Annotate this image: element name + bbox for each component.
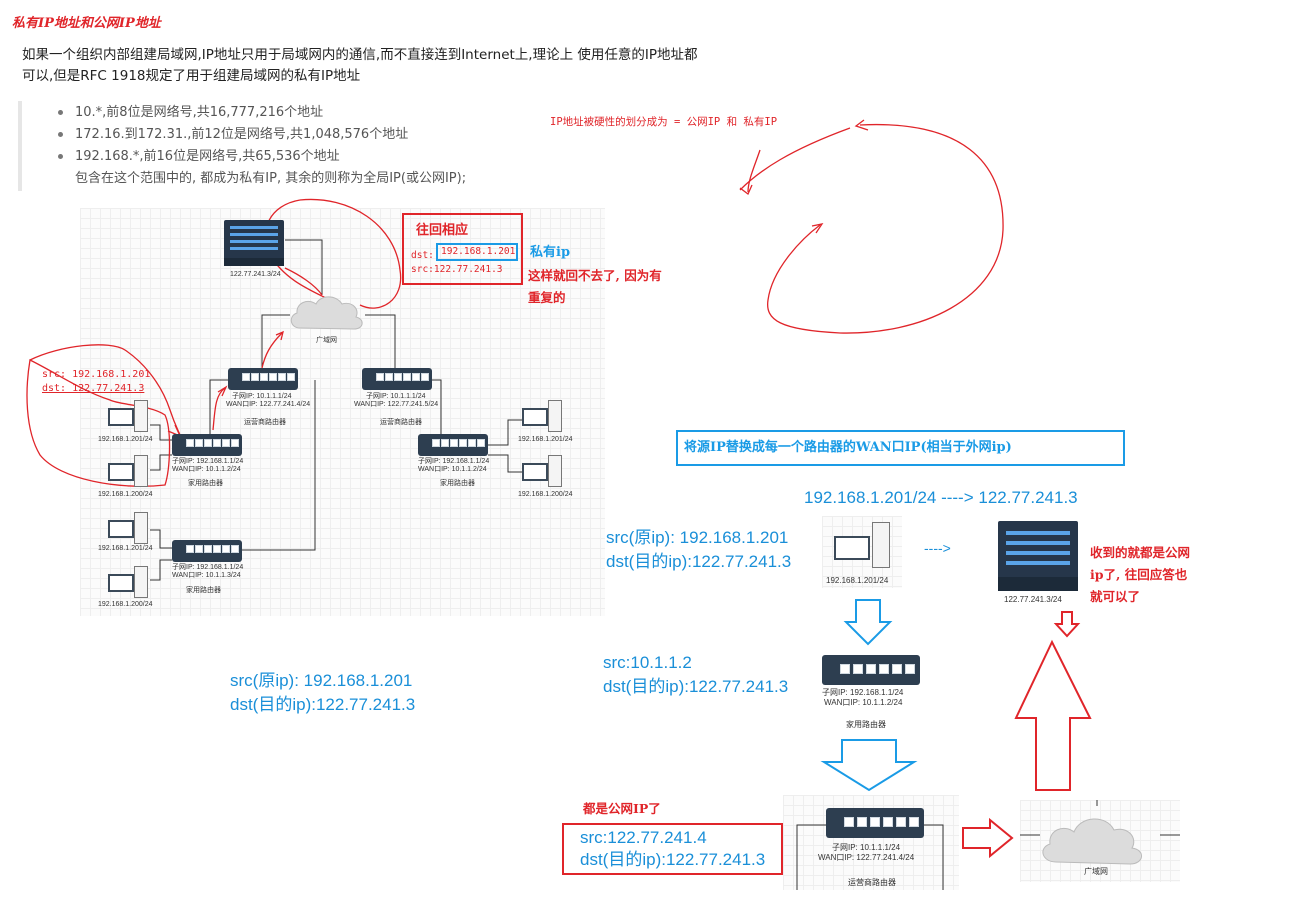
pc-label: 192.168.1.200/24: [98, 491, 153, 498]
intro-line-1: 如果一个组织内部组建局域网,IP地址只用于局域网内的通信,而不直接连到Inter…: [22, 47, 698, 63]
pc-label: 192.168.1.201/24: [98, 436, 153, 443]
pc-icon: [108, 566, 152, 602]
src-dst-note: src: 192.168.1.201 dst: 122.77.241.3: [42, 369, 151, 394]
home-router-2-name: 家用路由器: [440, 480, 475, 487]
home-router-3-icon: [172, 540, 242, 562]
isp-router-2-name: 运营商路由器: [380, 419, 422, 426]
isp-router-2-lan: 子网IP: 10.1.1.1/24: [366, 393, 426, 400]
bullet-item: 10.*,前8位是网络号,共16,777,216个地址: [58, 102, 618, 124]
split-note: IP地址被硬性的划分成为 = 公网IP 和 私有IP: [550, 116, 778, 128]
wan-label: 广域网: [1084, 867, 1108, 876]
home-router-wan: WAN口IP: 10.1.1.2/24: [824, 698, 903, 707]
step3-src-dst: src:122.77.241.4 dst(目的ip):122.77.241.3: [562, 823, 783, 875]
quote-bar: [18, 101, 22, 191]
replace-heading: 将源IP替换成每一个路由器的WAN口IP(相当于外网ip): [676, 430, 1125, 466]
isp-router-lan: 子网IP: 10.1.1.1/24: [832, 843, 901, 852]
bullet-dot-icon: [58, 132, 63, 137]
isp-router-lines: [796, 824, 944, 890]
page-title: 私有IP地址和公网IP地址: [12, 16, 161, 31]
server-label: 122.77.241.3/24: [230, 271, 281, 278]
intro-line-2: 可以,但是RFC 1918规定了用于组建局域网的私有IP地址: [22, 68, 361, 84]
home-router-1-wan: WAN口IP: 10.1.1.2/24: [172, 466, 241, 473]
bullet-list: 10.*,前8位是网络号,共16,777,216个地址 172.16.到172.…: [58, 102, 618, 190]
pc-label: 192.168.1.200/24: [518, 491, 573, 498]
wan-label: 广域网: [316, 337, 337, 344]
cloud-icon: [1020, 800, 1180, 865]
bullet-dot-icon: [58, 110, 63, 115]
pc-label: 192.168.1.200/24: [98, 601, 153, 608]
isp-router-wan: WAN口IP: 122.77.241.4/24: [818, 853, 915, 862]
home-router-1-name: 家用路由器: [188, 480, 223, 487]
home-router-2-icon: [418, 434, 488, 456]
cannot-return-note: 这样就回不去了, 因为有 重复的: [528, 268, 662, 305]
isp-router-1-lan: 子网IP: 10.1.1.1/24: [232, 393, 292, 400]
lower-left-src-dst: src(原ip): 192.168.1.201 dst(目的ip):122.77…: [230, 671, 416, 714]
step1-src-dst: src(原ip): 192.168.1.201 dst(目的ip):122.77…: [606, 528, 792, 571]
home-router-2-lan: 子网IP: 192.168.1.1/24: [418, 458, 490, 465]
pc-icon: [522, 455, 566, 491]
pc-icon: [834, 522, 894, 572]
response-dst-value: 192.168.1.201: [436, 243, 518, 261]
isp-router-2-wan: WAN口IP: 122.77.241.5/24: [354, 401, 439, 408]
pc-icon: [108, 455, 152, 491]
pc-label: 192.168.1.201/24: [98, 545, 153, 552]
forward-arrow-text: ---->: [924, 540, 951, 556]
response-dst-label: dst:: [411, 250, 434, 261]
response-src: src:122.77.241.3: [411, 264, 503, 275]
pc-icon: [108, 512, 152, 548]
isp-router-2-icon: [362, 368, 432, 390]
intro-paragraph: 如果一个组织内部组建局域网,IP地址只用于局域网内的通信,而不直接连到Inter…: [22, 45, 782, 87]
pc-icon: [522, 400, 566, 436]
server-label: 122.77.241.3/24: [1004, 595, 1062, 604]
response-box-title: 往回相应: [416, 223, 469, 238]
bullet-note: 包含在这个范围中的, 都成为私有IP, 其余的则称为全局IP(或公网IP);: [75, 171, 467, 186]
isp-router-1-wan: WAN口IP: 122.77.241.4/24: [226, 401, 311, 408]
home-router-3-name: 家用路由器: [186, 587, 221, 594]
pc-label: 192.168.1.201/24: [518, 436, 573, 443]
isp-router-1-name: 运营商路由器: [244, 419, 286, 426]
pc-label: 192.168.1.201/24: [826, 576, 889, 585]
home-router-3-wan: WAN口IP: 10.1.1.3/24: [172, 572, 241, 579]
received-note: 收到的就都是公网 ip了, 往回应答也 就可以了: [1090, 545, 1191, 604]
all-public-note: 都是公网IP了: [583, 801, 661, 816]
isp-router-icon: [826, 808, 924, 838]
home-router-2-wan: WAN口IP: 10.1.1.2/24: [418, 466, 487, 473]
bullet-item: 172.16.到172.31.,前12位是网络号,共1,048,576个地址: [58, 124, 618, 146]
home-router-1-icon: [172, 434, 242, 456]
server-icon: [998, 521, 1078, 591]
home-router-icon: [822, 655, 920, 685]
isp-router-1-icon: [228, 368, 298, 390]
cloud-icon: [290, 296, 363, 330]
response-box: [402, 213, 523, 285]
bullet-item: 192.168.*,前16位是网络号,共65,536个地址: [58, 146, 618, 168]
server-icon: [224, 220, 284, 266]
isp-router-name: 运营商路由器: [848, 878, 896, 887]
private-ip-note: 私有ip: [530, 245, 571, 260]
step2-src-dst: src:10.1.1.2 dst(目的ip):122.77.241.3: [603, 653, 789, 696]
mapping-line: 192.168.1.201/24 ----> 122.77.241.3: [804, 488, 1078, 507]
pc-icon: [108, 400, 152, 436]
home-router-3-lan: 子网IP: 192.168.1.1/24: [172, 564, 244, 571]
bullet-dot-icon: [58, 154, 63, 159]
home-router-lan: 子网IP: 192.168.1.1/24: [822, 688, 904, 697]
home-router-name: 家用路由器: [846, 720, 886, 729]
home-router-1-lan: 子网IP: 192.168.1.1/24: [172, 458, 244, 465]
